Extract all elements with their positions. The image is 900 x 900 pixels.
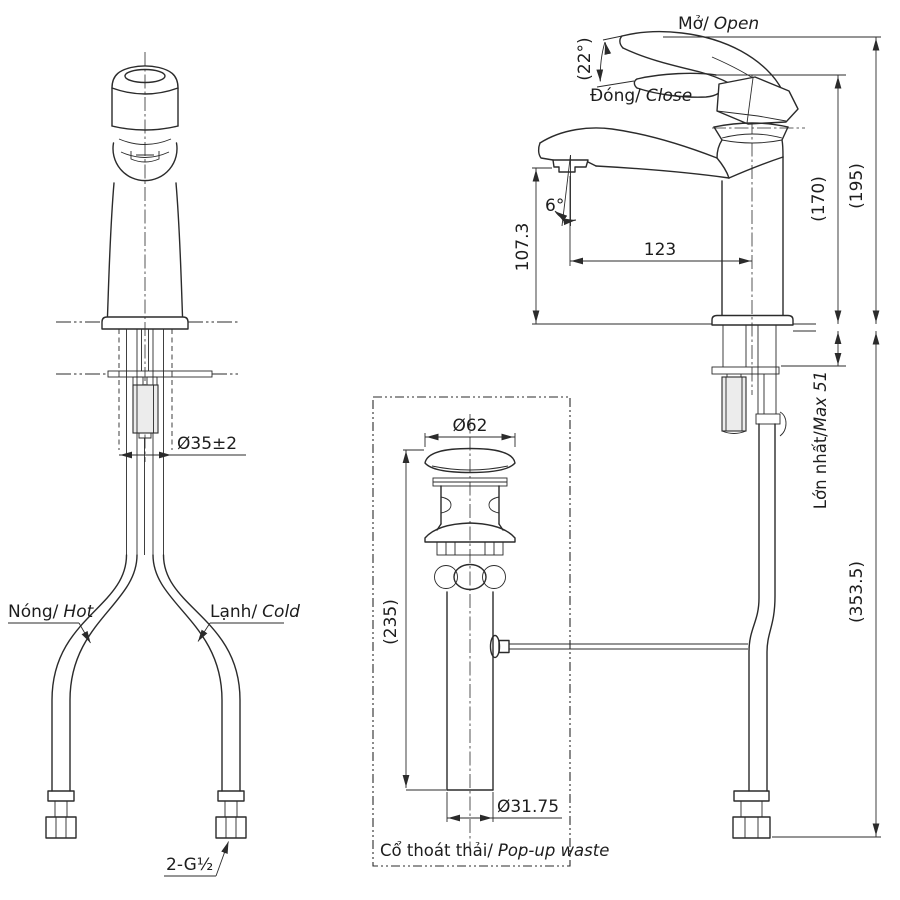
front-shank-assembly bbox=[56, 329, 240, 555]
hot-hose-nut bbox=[45, 816, 77, 839]
dim-height-closed: (170) bbox=[716, 74, 846, 324]
popup-lift-rod bbox=[489, 634, 748, 659]
dim-height-open: (195) bbox=[663, 36, 881, 324]
cold-leader-arrow bbox=[197, 622, 211, 642]
label-open: Mở/Open bbox=[678, 14, 759, 34]
label-hot: Nóng/Hot bbox=[8, 602, 95, 644]
label-max-deck-en: Max 51 bbox=[811, 371, 830, 431]
side-hose-nut bbox=[732, 816, 771, 839]
dim-hose-length: (353.5) bbox=[772, 331, 881, 838]
label-thread: 2-G½ bbox=[164, 841, 229, 877]
thread-leader-arrow bbox=[215, 841, 229, 877]
dim-open-angle-label: (22°) bbox=[575, 37, 595, 80]
label-close-vi: Đóng/ bbox=[590, 86, 641, 106]
front-body bbox=[101, 182, 189, 330]
dim-thread-label: 2-G½ bbox=[166, 855, 213, 875]
dim-cap-diameter: Ø62 bbox=[424, 416, 516, 447]
label-cold: Lạnh/Cold bbox=[197, 602, 300, 642]
dim-spout-reach-label: 123 bbox=[644, 240, 676, 260]
dim-spout-height-label: 107.3 bbox=[513, 223, 533, 272]
dim-tube-diameter-label: Ø31.75 bbox=[497, 797, 559, 817]
handle-dome bbox=[713, 122, 789, 159]
dim-hose-length-label: (353.5) bbox=[847, 561, 867, 623]
label-max-deck: Lớn nhất/Max 51 bbox=[811, 371, 830, 509]
label-open-vi: Mở/ bbox=[678, 14, 709, 34]
side-shank-assembly bbox=[711, 325, 787, 437]
svg-text:Lạnh/Cold: Lạnh/Cold bbox=[210, 602, 300, 622]
svg-text:Nóng/Hot: Nóng/Hot bbox=[8, 602, 95, 622]
dim-max-deck: Lớn nhất/Max 51 bbox=[781, 331, 846, 509]
dim-mounting-hole-label: Ø35±2 bbox=[177, 434, 237, 454]
dim-popup-height-label: (235) bbox=[381, 599, 401, 645]
front-spout-ball bbox=[112, 138, 178, 182]
label-hot-vi: Nóng/ bbox=[8, 602, 59, 622]
dim-popup-height: (235) bbox=[381, 449, 446, 791]
popup-detail-box bbox=[372, 396, 571, 867]
label-close: Đóng/Close bbox=[590, 86, 692, 106]
label-cold-en: Cold bbox=[262, 602, 300, 622]
dim-height-closed-label: (170) bbox=[809, 176, 829, 222]
dim-outlet-angle: 6° bbox=[545, 154, 577, 227]
spout-body bbox=[537, 127, 794, 326]
side-view: (22°) Mở/Open Đóng/Close 6° 107.3 bbox=[513, 14, 881, 839]
popup-drain-body bbox=[424, 447, 516, 791]
dim-spout-height: 107.3 bbox=[513, 167, 552, 324]
label-popup-caption: Cổ thoát thải/Pop-up waste bbox=[380, 841, 609, 860]
handle-closed bbox=[633, 72, 799, 125]
front-view: Ø35±2 Nóng/Hot Lạnh/Cold 2-G½ bbox=[8, 52, 300, 877]
front-handle bbox=[111, 65, 179, 131]
label-close-en: Close bbox=[646, 86, 692, 106]
dim-cap-diameter-label: Ø62 bbox=[452, 416, 487, 436]
dim-open-angle: (22°) bbox=[575, 35, 635, 88]
cold-hose-nut bbox=[215, 816, 247, 839]
label-cold-vi: Lạnh/ bbox=[210, 602, 257, 622]
dim-outlet-angle-label: 6° bbox=[545, 196, 564, 216]
hot-leader-arrow bbox=[78, 622, 91, 644]
dim-spout-reach: 123 bbox=[569, 176, 752, 266]
label-max-deck-vi: Lớn nhất/ bbox=[811, 431, 830, 509]
dim-height-open-label: (195) bbox=[847, 163, 867, 209]
label-hot-en: Hot bbox=[63, 602, 94, 622]
label-popup-en: Pop-up waste bbox=[498, 841, 609, 860]
popup-waste-detail: Ø62 (235) bbox=[372, 396, 748, 867]
supply-hose-side bbox=[732, 423, 776, 839]
supply-hoses-front bbox=[45, 554, 247, 839]
dim-mounting-hole: Ø35±2 bbox=[119, 434, 246, 459]
dim-tube-diameter: Ø31.75 bbox=[446, 792, 562, 822]
label-open-en: Open bbox=[714, 14, 759, 34]
label-popup-vi: Cổ thoát thải/ bbox=[380, 841, 493, 860]
